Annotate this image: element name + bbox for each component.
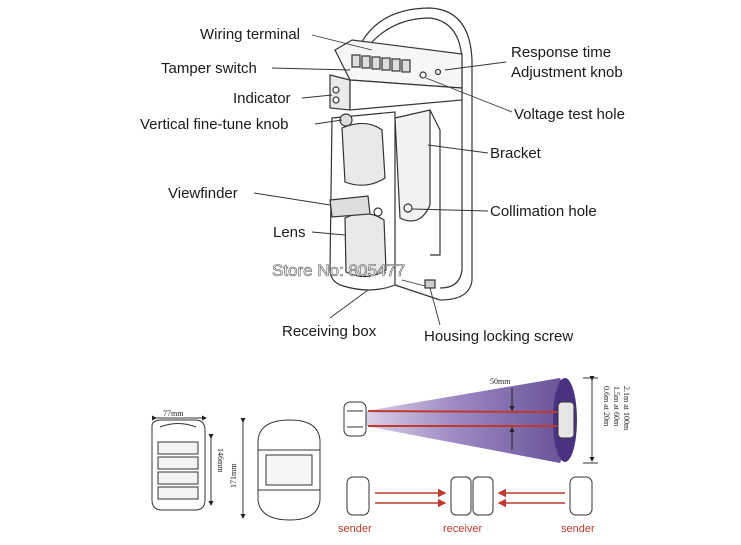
- label-tamper-switch: Tamper switch: [161, 60, 257, 77]
- label-collimation-hole: Collimation hole: [490, 203, 597, 220]
- receiver-left-unit: [450, 476, 472, 516]
- label-indicator: Indicator: [233, 90, 291, 107]
- sender-left-unit: [346, 476, 370, 516]
- beam-spread-100: 2.1m at 100m: [622, 386, 631, 431]
- terminal-screws: [351, 54, 411, 73]
- store-watermark: Store No: 805477: [272, 261, 406, 280]
- label-receiving-box: Receiving box: [282, 323, 377, 340]
- beam-diagram: [343, 376, 598, 464]
- beam-spread-20: 0.6m at 20m: [602, 386, 611, 427]
- sender-right-unit: [569, 476, 593, 516]
- front-view-device: [240, 418, 321, 521]
- receiver-right-unit: [472, 476, 494, 516]
- label-bracket: Bracket: [490, 145, 541, 162]
- dim-height-inner: 146mm: [216, 448, 225, 473]
- leader-lines: [253, 34, 513, 326]
- label-voltage-test-hole: Voltage test hole: [514, 106, 625, 123]
- dim-width: 77mm: [163, 409, 184, 418]
- label-lens: Lens: [273, 224, 306, 241]
- label-wiring-terminal: Wiring terminal: [200, 26, 301, 43]
- label-housing-locking-screw: Housing locking screw: [424, 328, 574, 345]
- label-vertical-knob: Vertical fine-tune knob: [140, 116, 289, 133]
- label-adjustment-knob: Adjustment knob: [511, 64, 623, 81]
- label-response-time: Response time: [511, 44, 612, 61]
- detector-device: [329, 7, 473, 301]
- label-sender-left: sender: [338, 523, 372, 535]
- label-viewfinder: Viewfinder: [168, 185, 238, 202]
- layout-diagram: [346, 476, 593, 516]
- label-receiver: receiver: [443, 523, 483, 535]
- label-sender-right: sender: [561, 523, 595, 535]
- side-view-device: [151, 415, 214, 511]
- beam-spacing: 50mm: [490, 377, 511, 386]
- dim-height-outer: 171mm: [229, 463, 238, 488]
- beam-spread-60: 1.5m at 60m: [612, 386, 621, 427]
